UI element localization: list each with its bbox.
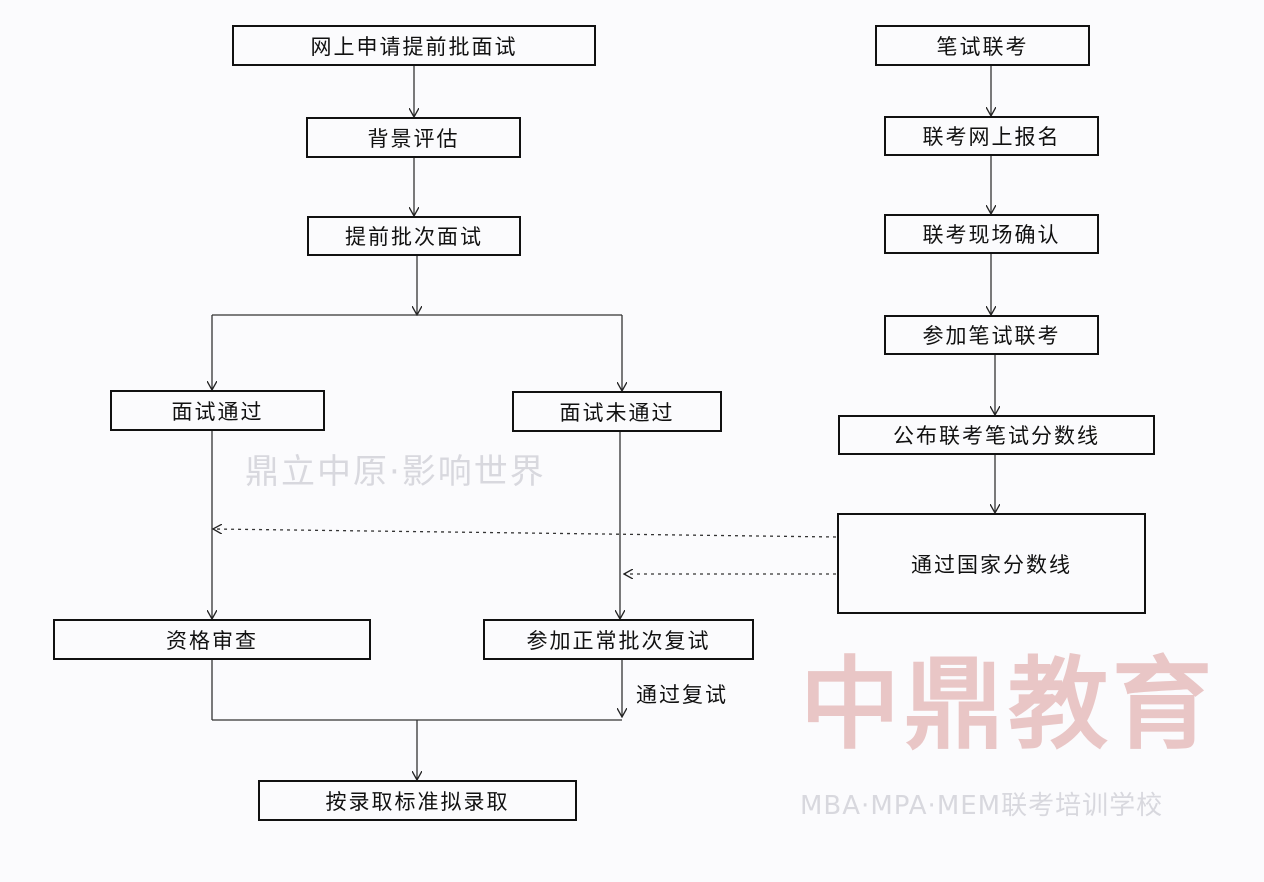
node-qualification-review: 资格审查 [53, 619, 371, 660]
node-admission: 按录取标准拟录取 [258, 780, 577, 821]
node-interview-fail: 面试未通过 [512, 391, 722, 432]
node-publish-score-line: 公布联考笔试分数线 [838, 415, 1155, 455]
node-written-exam: 笔试联考 [875, 25, 1090, 66]
dotted-arrow [214, 529, 837, 538]
node-apply-early-interview: 网上申请提前批面试 [232, 25, 596, 66]
node-online-registration: 联考网上报名 [884, 116, 1099, 156]
node-take-exam: 参加笔试联考 [884, 315, 1099, 355]
node-background-assessment: 背景评估 [306, 117, 521, 158]
node-interview-pass: 面试通过 [110, 390, 325, 431]
label-pass-retest: 通过复试 [636, 683, 728, 707]
node-early-interview: 提前批次面试 [307, 216, 521, 256]
node-onsite-confirmation: 联考现场确认 [884, 214, 1099, 254]
node-pass-national-line: 通过国家分数线 [837, 513, 1146, 614]
node-normal-retest: 参加正常批次复试 [483, 619, 754, 660]
